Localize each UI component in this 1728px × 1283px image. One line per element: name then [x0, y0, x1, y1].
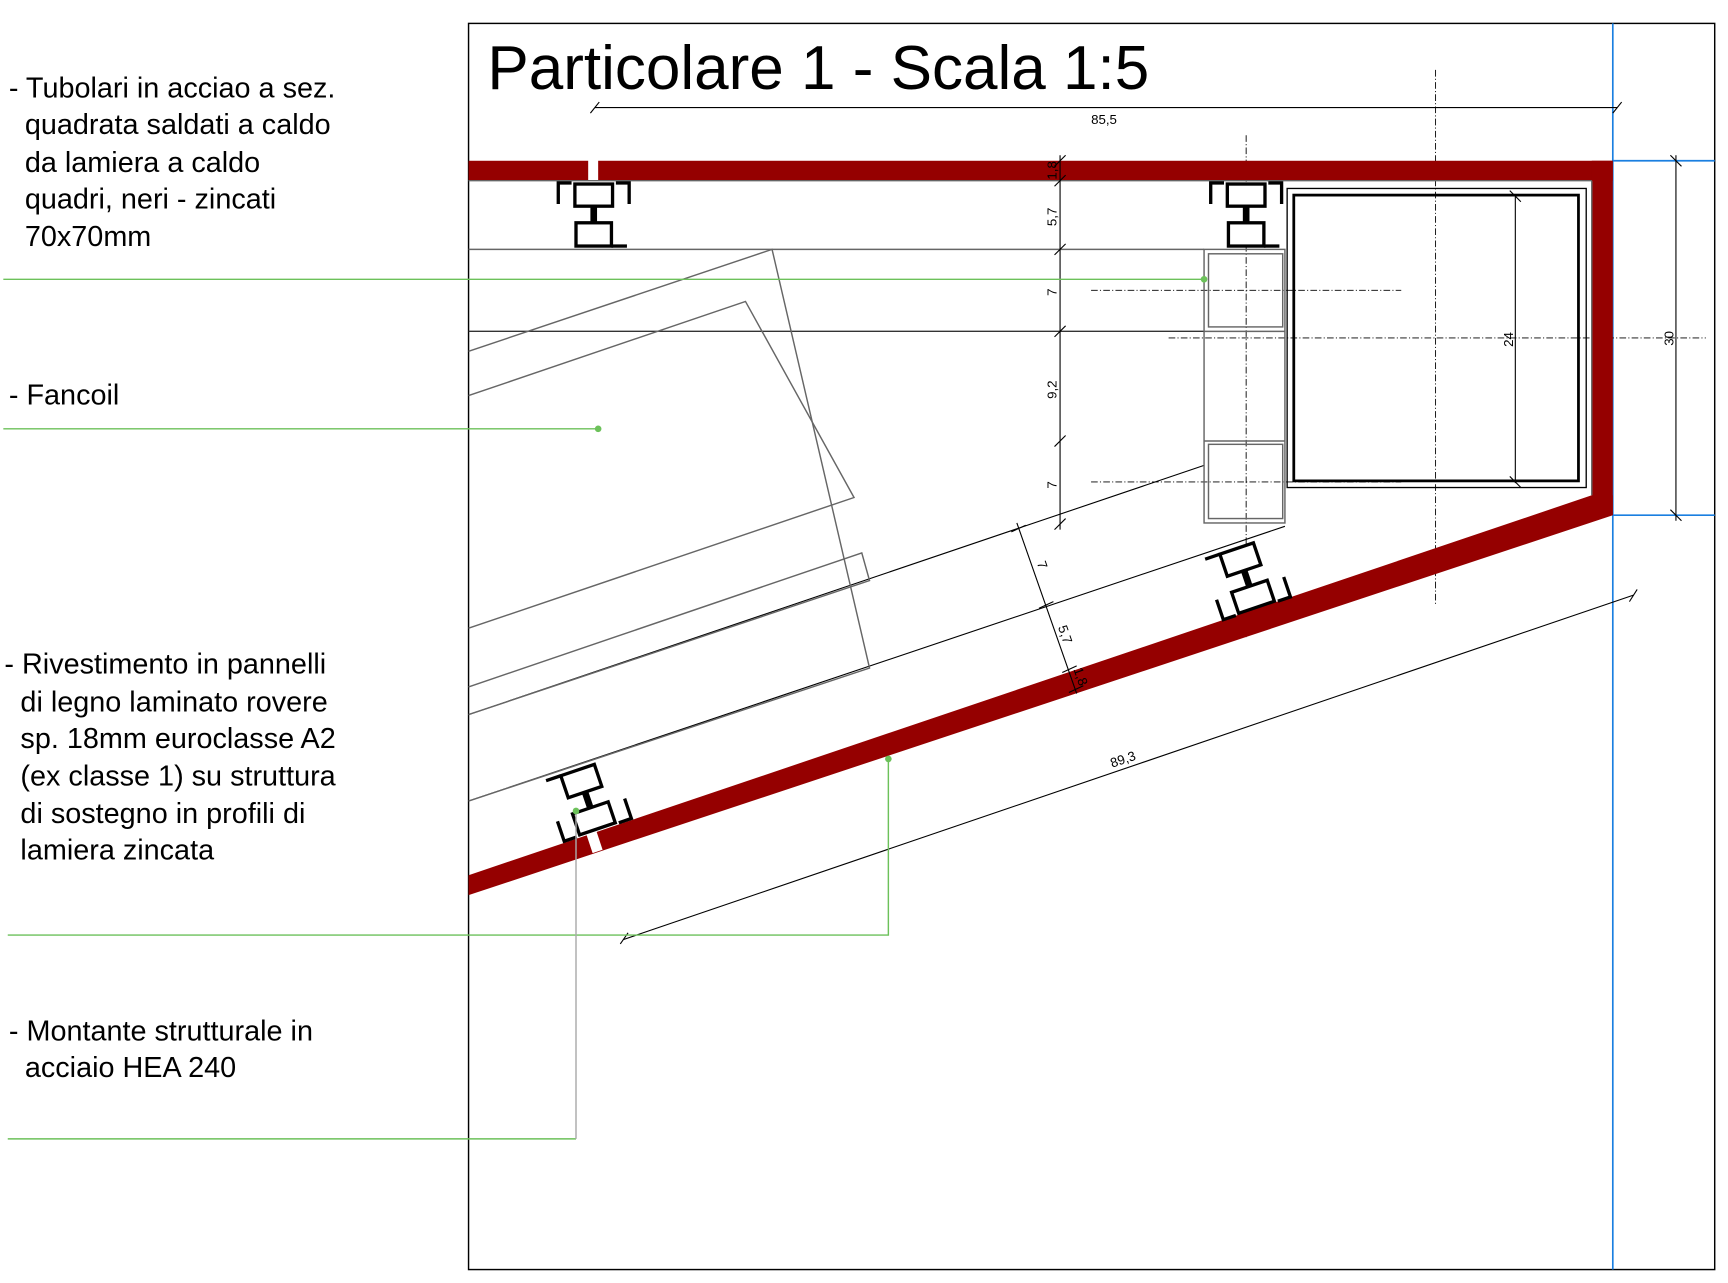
svg-text:24: 24 [1501, 332, 1516, 347]
dimension-vertical-chain: 1,8 5,7 7 9,2 7 [1045, 154, 1066, 531]
mullion-profile [556, 181, 631, 248]
svg-text:30: 30 [1662, 331, 1677, 346]
label-tubolari: - Tubolari in acciao a sez. quadrata sal… [9, 73, 336, 253]
drawing-frame [467, 22, 1716, 1271]
svg-text:acciaio HEA 240: acciaio HEA 240 [9, 1052, 236, 1084]
leader-tubolari [3, 275, 1208, 283]
svg-text:7: 7 [1034, 559, 1051, 571]
svg-text:7: 7 [1045, 481, 1060, 488]
svg-text:1,8: 1,8 [1045, 161, 1060, 179]
svg-text:- Montante strutturale in: - Montante strutturale in [9, 1015, 313, 1047]
cladding-panels [468, 158, 1613, 896]
svg-text:5,7: 5,7 [1055, 623, 1075, 645]
mullion-profile [1209, 181, 1284, 248]
svg-text:di sostegno in profili di: di sostegno in profili di [4, 798, 305, 830]
svg-text:5,7: 5,7 [1045, 208, 1060, 226]
dimension-column-inner: 24 [1501, 190, 1522, 488]
dimension-diagonal-chain: 7 5,7 1,8 [1011, 522, 1091, 694]
leader-rivestimento [7, 755, 892, 936]
label-fancoil: - Fancoil [9, 379, 119, 411]
svg-text:7: 7 [1045, 289, 1060, 296]
steel-tubes [1203, 248, 1286, 524]
leader-fancoil [3, 425, 602, 433]
svg-text:quadri, neri - zincati: quadri, neri - zincati [9, 183, 276, 215]
hea-column [1286, 187, 1587, 489]
svg-text:85,5: 85,5 [1091, 112, 1117, 127]
svg-text:- Fancoil: - Fancoil [9, 379, 119, 411]
svg-text:1,8: 1,8 [1071, 665, 1091, 687]
svg-text:(ex classe 1) su struttura: (ex classe 1) su struttura [4, 761, 336, 793]
drawing-title: Particolare 1 - Scala 1:5 [487, 34, 1149, 103]
svg-text:9,2: 9,2 [1045, 380, 1060, 398]
svg-text:da lamiera a caldo: da lamiera a caldo [9, 147, 260, 179]
dimension-top-width: 85,5 [589, 101, 1623, 127]
svg-text:sp. 18mm euroclasse A2: sp. 18mm euroclasse A2 [4, 723, 335, 755]
svg-text:- Rivestimento in pannelli: - Rivestimento in pannelli [4, 649, 326, 681]
svg-text:di legno laminato rovere: di legno laminato rovere [4, 686, 327, 718]
fancoil-outline [468, 248, 871, 802]
svg-text:70x70mm: 70x70mm [9, 221, 151, 253]
svg-text:lamiera zincata: lamiera zincata [4, 835, 215, 867]
dimension-diagonal-length: 89,3 [619, 589, 1638, 945]
svg-text:- Tubolari in acciao a sez.: - Tubolari in acciao a sez. [9, 73, 336, 105]
dimension-column-outer: 30 [1662, 154, 1682, 522]
label-montante: - Montante strutturale in acciaio HEA 24… [9, 1015, 313, 1084]
svg-text:89,3: 89,3 [1108, 748, 1137, 771]
label-rivestimento: - Rivestimento in pannelli di legno lami… [4, 649, 336, 867]
svg-text:quadrata saldati a caldo: quadrata saldati a caldo [9, 109, 331, 141]
leader-montante [7, 807, 580, 1140]
